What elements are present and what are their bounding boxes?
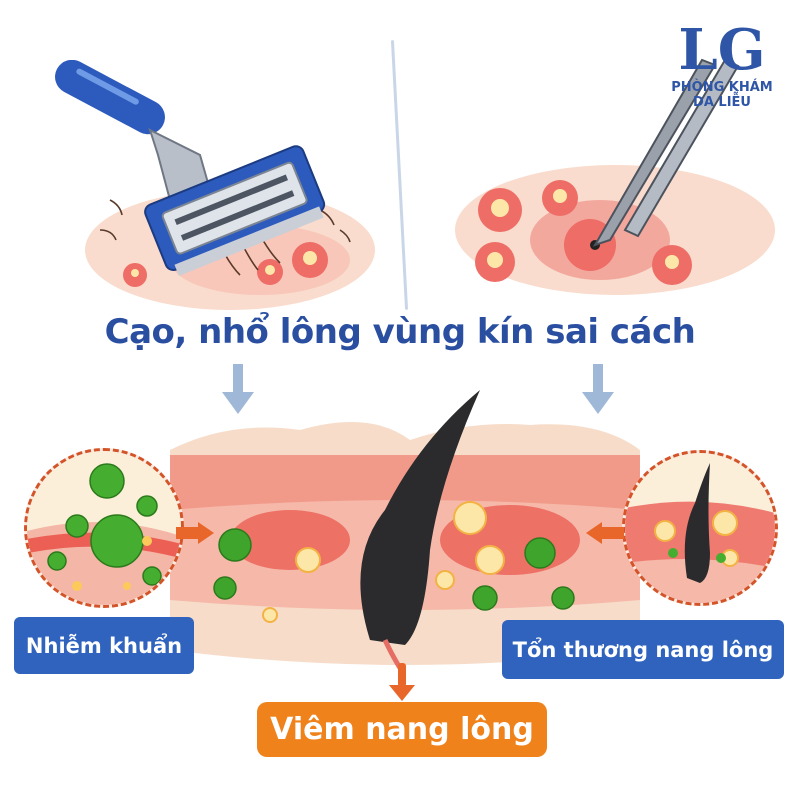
panel-divider [390, 40, 409, 310]
tweezers-illustration [440, 40, 780, 300]
arrow-down-left-icon [222, 364, 254, 420]
arrow-left-icon [584, 520, 624, 550]
logo-monogram: LG [678, 17, 766, 83]
label-follicle-damage: Tổn thương nang lông [502, 620, 784, 679]
label-folliculitis: Viêm nang lông [257, 702, 547, 757]
arrow-right-icon [176, 520, 216, 550]
diagram-title: Cạo, nhổ lông vùng kín sai cách [104, 312, 696, 352]
razor-illustration [40, 59, 380, 310]
arrow-down-right-icon [582, 364, 614, 420]
logo-line-1: PHÒNG KHÁM [671, 80, 773, 95]
follicle-cross-section [170, 370, 640, 670]
logo-line-2: DA LIỄU [693, 95, 751, 110]
label-infection: Nhiễm khuẩn [14, 617, 194, 674]
follicle-damage-zoom-circle [622, 450, 778, 606]
clinic-logo: LG PHÒNG KHÁM DA LIỄU [662, 20, 782, 130]
arrow-down-orange-icon [389, 663, 415, 707]
bacteria-zoom-circle [24, 448, 184, 608]
